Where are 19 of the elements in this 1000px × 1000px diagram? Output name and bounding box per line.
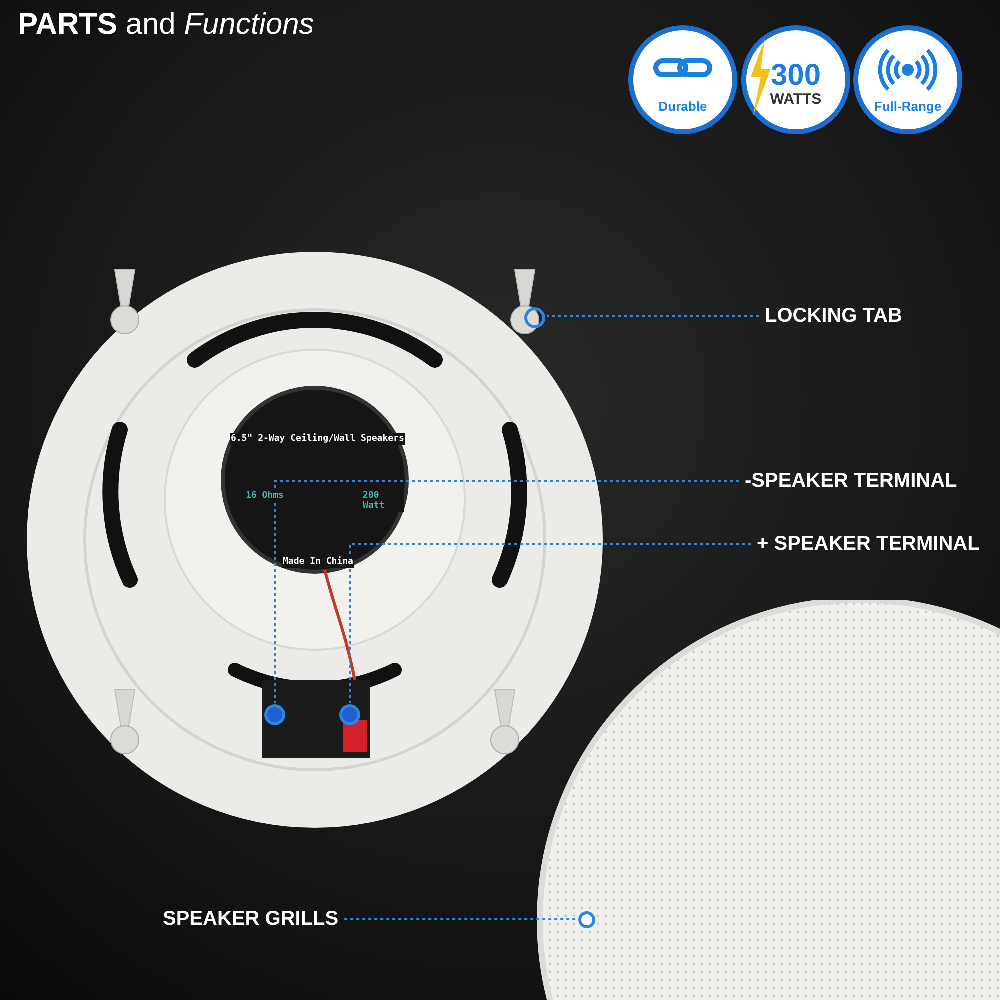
wattage-text: 300 [770, 59, 822, 93]
label-text: 200 Watt [362, 490, 404, 512]
feature-badge [853, 25, 963, 135]
leader-line [274, 480, 739, 703]
callout-label: LOCKING TAB [765, 305, 902, 328]
badge-text: Durable [658, 99, 708, 114]
leader-line [344, 918, 577, 920]
label-text: Made In China [282, 556, 354, 568]
callout-label: -SPEAKER TERMINAL [745, 470, 958, 493]
callout-label: SPEAKER GRILLS [163, 908, 339, 931]
leader-line [547, 316, 759, 318]
badge-text: Full-Range [873, 99, 943, 114]
label-text: 6.5" 2-Way Ceiling/Wall Speakers [230, 433, 406, 445]
wattage-text: WATTS [769, 91, 823, 108]
feature-badge [741, 25, 851, 135]
leader-line [349, 544, 751, 703]
feature-badge [628, 25, 738, 135]
callout-label: + SPEAKER TERMINAL [757, 533, 980, 556]
title: PARTS and Functions [18, 8, 314, 41]
